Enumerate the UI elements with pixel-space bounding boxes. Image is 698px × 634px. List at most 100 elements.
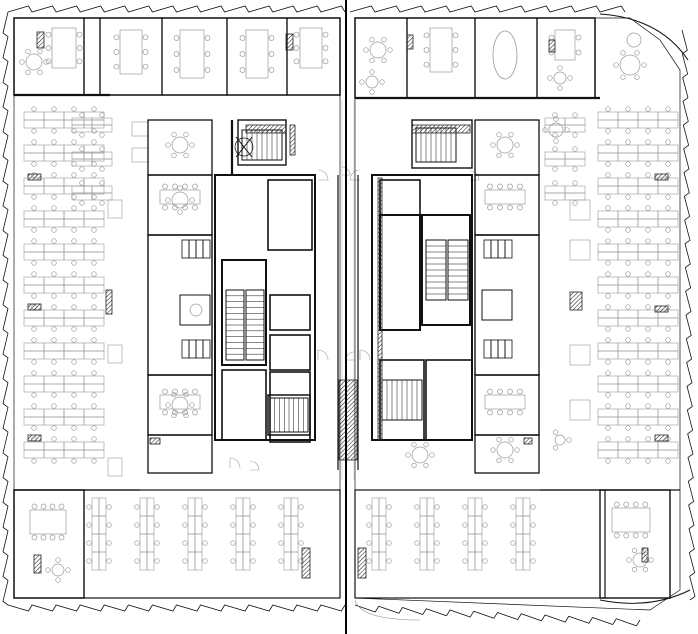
desk	[290, 551, 299, 571]
desk	[23, 383, 45, 393]
desk	[617, 416, 639, 426]
chair	[665, 128, 671, 134]
meeting-table	[159, 394, 201, 410]
desk	[235, 551, 244, 571]
desk	[23, 185, 45, 195]
column-north-3	[406, 34, 414, 50]
chair	[173, 51, 180, 57]
chair	[490, 142, 496, 148]
desk	[617, 119, 639, 129]
desk	[91, 551, 100, 571]
chair	[645, 425, 651, 431]
chair	[192, 183, 198, 190]
chair	[625, 436, 631, 442]
chair	[71, 293, 77, 299]
desk	[378, 515, 387, 535]
chair	[369, 89, 375, 95]
desk	[83, 284, 105, 294]
desk	[235, 515, 244, 535]
round-table	[626, 32, 642, 48]
column-west-4	[105, 289, 113, 315]
desk	[43, 111, 65, 121]
wc-cubicle	[202, 339, 211, 359]
chair	[632, 501, 639, 508]
chair	[452, 47, 459, 53]
chair	[665, 139, 671, 145]
desk	[467, 551, 476, 571]
desk	[426, 533, 435, 553]
chair	[230, 504, 236, 510]
desk	[63, 317, 85, 327]
lounge-chair	[569, 399, 591, 421]
chair	[192, 388, 198, 395]
chair	[625, 128, 631, 134]
chair	[113, 63, 120, 70]
round-table	[496, 441, 514, 459]
round-table	[51, 563, 65, 577]
chair	[91, 161, 97, 167]
column-north-1	[36, 31, 45, 49]
lounge-chair	[569, 239, 591, 261]
desk	[657, 144, 679, 154]
core-room	[147, 374, 213, 436]
core-room	[474, 434, 540, 474]
chair	[625, 227, 631, 233]
chair	[171, 152, 177, 159]
desk	[597, 276, 619, 286]
chair	[552, 180, 558, 186]
chair	[172, 204, 178, 211]
chair	[91, 205, 97, 211]
desk	[43, 375, 65, 385]
desk	[657, 243, 679, 253]
chair	[51, 161, 57, 167]
desk	[474, 497, 483, 517]
desk	[242, 551, 251, 571]
chair	[293, 45, 300, 51]
chair	[71, 205, 77, 211]
round-table	[189, 303, 203, 317]
desk	[426, 497, 435, 517]
desk	[564, 117, 586, 126]
chair	[91, 458, 97, 464]
desk	[371, 515, 380, 535]
chair	[51, 194, 57, 200]
chair	[552, 445, 559, 451]
round-table	[369, 41, 387, 59]
desk	[637, 408, 659, 418]
chair	[65, 567, 71, 573]
chair	[202, 558, 208, 564]
chair	[278, 504, 284, 510]
chair	[250, 504, 256, 510]
desk	[63, 416, 85, 426]
desk	[637, 144, 659, 154]
desk	[23, 152, 45, 162]
chair	[369, 57, 375, 64]
desk	[637, 251, 659, 261]
chair	[278, 522, 284, 528]
chair	[508, 436, 514, 443]
chair	[31, 194, 37, 200]
desk	[419, 497, 428, 517]
meeting-room	[226, 17, 288, 96]
desk	[657, 251, 679, 261]
chair	[496, 131, 502, 138]
chair	[605, 172, 611, 178]
column-south-1	[33, 554, 42, 574]
chair	[642, 532, 649, 539]
desk	[597, 350, 619, 360]
chair	[154, 558, 160, 564]
chair	[31, 271, 37, 277]
desk	[83, 383, 105, 393]
desk	[522, 551, 531, 571]
chair	[45, 45, 52, 51]
chair	[665, 359, 671, 365]
chair	[91, 370, 97, 376]
desk	[83, 350, 105, 360]
chair	[514, 447, 520, 453]
desk	[63, 375, 85, 385]
chair	[434, 558, 440, 564]
riser	[221, 369, 267, 441]
desk	[617, 309, 639, 319]
chair	[642, 566, 649, 573]
